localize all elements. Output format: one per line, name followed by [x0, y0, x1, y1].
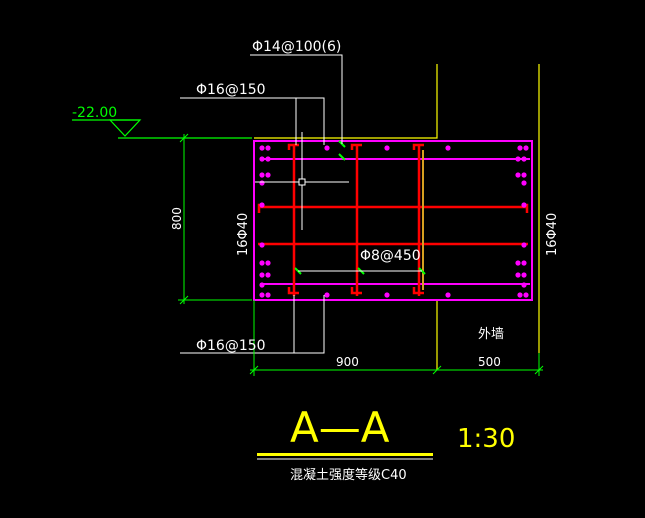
rebar-dot [517, 145, 523, 151]
middle-spec-label: Φ8@450 [360, 248, 421, 264]
rebar-dot [324, 292, 330, 298]
rebar-dot [259, 242, 265, 248]
rebar-dot [523, 145, 529, 151]
rebar-dot [259, 202, 265, 208]
rebar-dot [259, 282, 265, 288]
stirrups [257, 143, 529, 296]
rebar-dot [521, 260, 527, 266]
leader-lines [180, 54, 343, 354]
title-underline [257, 453, 433, 456]
rebar-dot [259, 145, 265, 151]
height-dimension-label: 800 [170, 207, 184, 230]
rebar-dot [521, 156, 527, 162]
rebar-dot [384, 292, 390, 298]
left-side-bars-label: 16Φ40 [236, 213, 251, 256]
top-side-spec-label: Φ16@150 [196, 82, 266, 98]
rebar-dot [259, 180, 265, 186]
rebar-dot [259, 292, 265, 298]
rebar-dot [259, 260, 265, 266]
scale-label: 1:30 [457, 424, 515, 454]
inner-horizontal-rebars [260, 158, 530, 285]
rebar-dot [265, 292, 271, 298]
rebar-dot [265, 260, 271, 266]
bottom-side-spec-label: Φ16@150 [196, 338, 266, 354]
rebar-dot [259, 172, 265, 178]
rebar-dot [259, 156, 265, 162]
width-wall-label: 500 [478, 355, 501, 369]
rebar-dot [515, 260, 521, 266]
rebar-dot [517, 292, 523, 298]
height-dimension [178, 133, 252, 305]
beam-outline [253, 140, 533, 301]
rebar-dot [265, 156, 271, 162]
elevation-marker [72, 119, 252, 139]
rebar-dots [259, 145, 529, 298]
rebar-dot [265, 145, 271, 151]
rebar-dot [445, 292, 451, 298]
elevation-label: -22.00 [72, 105, 117, 121]
rebar-dot [521, 242, 527, 248]
rebar-dot [265, 272, 271, 278]
rebar-dot [515, 156, 521, 162]
top-bar-spec-label: Φ14@100(6) [252, 39, 341, 55]
rebar-dot [521, 272, 527, 278]
rebar-dot [384, 145, 390, 151]
rebar-dot [265, 172, 271, 178]
rebar-dot [521, 282, 527, 288]
width-beam-label: 900 [336, 355, 359, 369]
rebar-dot [523, 292, 529, 298]
section-title: A—A [290, 403, 390, 452]
outer-wall-label: 外墙 [478, 327, 504, 342]
rebar-dot [521, 202, 527, 208]
rebar-dot [515, 172, 521, 178]
right-side-bars-label: 16Φ40 [545, 213, 560, 256]
rebar-dot [324, 145, 330, 151]
rebar-dot [259, 272, 265, 278]
rebar-dot [445, 145, 451, 151]
outer-wall-outline [254, 64, 540, 370]
rebar-dot [515, 272, 521, 278]
width-dimension [249, 300, 544, 376]
rebar-dot [521, 180, 527, 186]
rebar-dot [521, 172, 527, 178]
concrete-grade-note: 混凝土强度等级C40 [290, 467, 407, 483]
cursor-crosshair-icon [255, 132, 349, 230]
